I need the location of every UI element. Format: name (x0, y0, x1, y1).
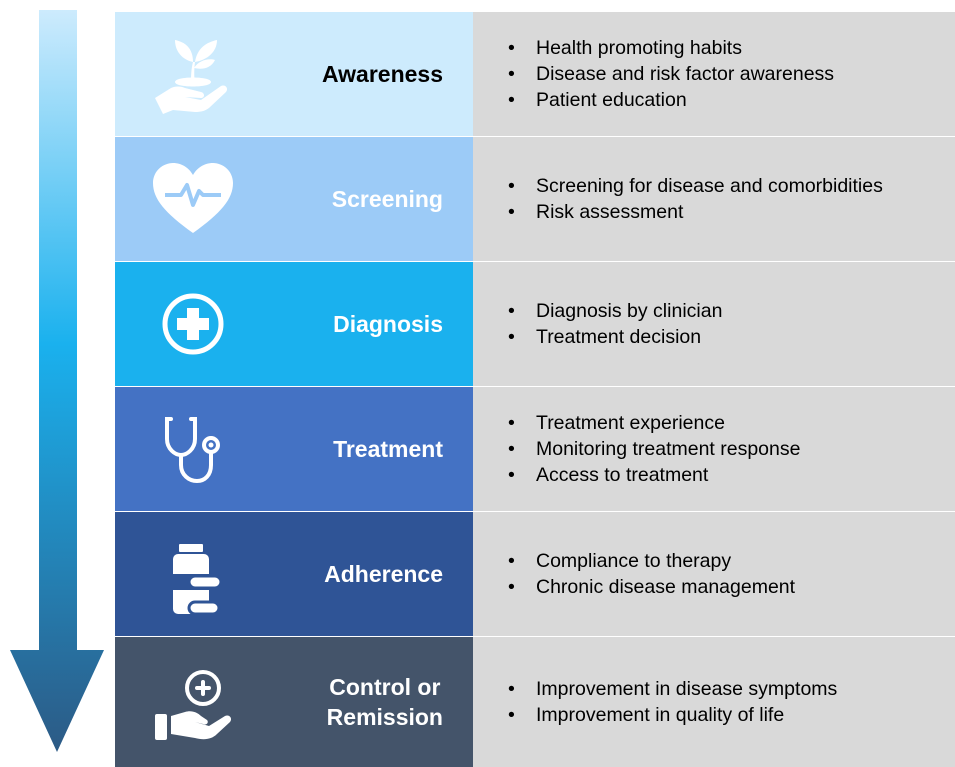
list-item: Patient education (508, 87, 834, 113)
list-item: Treatment decision (508, 324, 722, 350)
pill-bottle-icon (145, 526, 241, 622)
stage-diagnosis: Diagnosis (115, 262, 473, 386)
heart-pulse-icon (145, 151, 241, 247)
stage-row-awareness: Awareness Health promoting habits Diseas… (115, 12, 955, 136)
stage-row-diagnosis: Diagnosis Diagnosis by clinician Treatme… (115, 262, 955, 386)
list-item: Treatment experience (508, 410, 800, 436)
stage-details: Treatment experience Monitoring treatmen… (473, 387, 955, 511)
stage-label: Treatment (333, 436, 443, 462)
stage-details: Compliance to therapy Chronic disease ma… (473, 512, 955, 636)
stage-row-control-or-remission: Control or Remission Improvement in dise… (115, 637, 955, 767)
list-item: Monitoring treatment response (508, 436, 800, 462)
stage-label: Awareness (321, 61, 443, 87)
stage-row-treatment: Treatment Treatment experience Monitorin… (115, 387, 955, 511)
stage-adherence: Adherence (115, 512, 473, 636)
hand-with-plus-icon (145, 654, 241, 750)
stage-details: Health promoting habits Disease and risk… (473, 12, 955, 136)
stage-row-screening: Screening Screening for disease and como… (115, 137, 955, 261)
list-item: Diagnosis by clinician (508, 298, 722, 324)
stage-screening: Screening (115, 137, 473, 261)
stage-row-adherence: Adherence Compliance to therapy Chronic … (115, 512, 955, 636)
list-item: Improvement in quality of life (508, 702, 837, 728)
medical-cross-icon (145, 276, 241, 372)
stage-label: Screening (331, 186, 443, 212)
list-item: Screening for disease and comorbidities (508, 173, 883, 199)
progression-arrow (10, 10, 104, 752)
plant-in-hand-icon (145, 26, 241, 122)
stethoscope-icon (145, 401, 241, 497)
list-item: Disease and risk factor awareness (508, 61, 834, 87)
list-item: Improvement in disease symptoms (508, 676, 837, 702)
stage-details: Screening for disease and comorbidities … (473, 137, 955, 261)
stage-label: Control or Remission (327, 672, 443, 732)
stage-treatment: Treatment (115, 387, 473, 511)
list-item: Compliance to therapy (508, 548, 795, 574)
list-item: Health promoting habits (508, 35, 834, 61)
stage-label: Diagnosis (333, 311, 443, 337)
stage-label-line: Control or (329, 674, 441, 700)
list-item: Risk assessment (508, 199, 883, 225)
stage-label: Adherence (324, 561, 443, 587)
stage-details: Improvement in disease symptoms Improvem… (473, 637, 955, 767)
list-item: Chronic disease management (508, 574, 795, 600)
stage-control-or-remission: Control or Remission (115, 637, 473, 767)
stage-awareness: Awareness (115, 12, 473, 136)
stage-label-line: Remission (326, 704, 443, 730)
stage-details: Diagnosis by clinician Treatment decisio… (473, 262, 955, 386)
list-item: Access to treatment (508, 462, 800, 488)
